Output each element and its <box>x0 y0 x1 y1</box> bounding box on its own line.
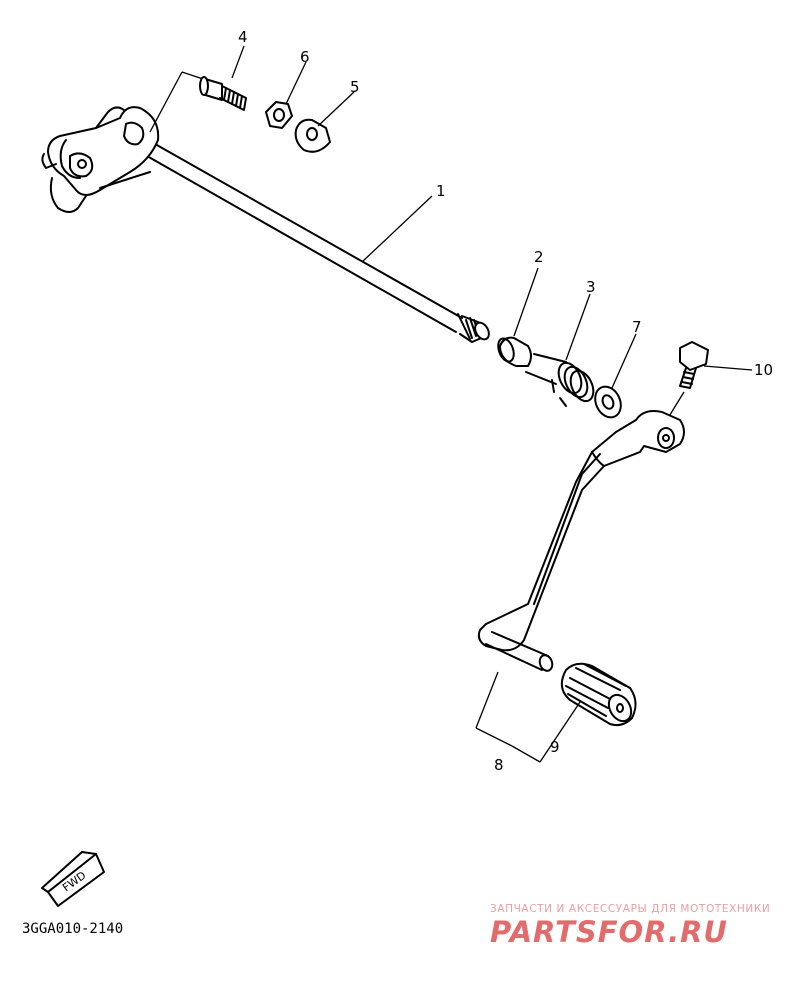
label-part-3: 3 <box>586 278 596 296</box>
shift-arm <box>41 106 160 213</box>
flat-washer <box>594 385 622 419</box>
pedal-rubber <box>560 662 637 727</box>
collar <box>497 336 532 367</box>
label-part-6: 6 <box>300 48 310 66</box>
shift-shaft <box>139 139 490 343</box>
watermark-tagline: ЗАПЧАСТИ И АКСЕССУАРЫ ДЛЯ МОТОТЕХНИКИ <box>490 903 770 915</box>
watermark: ЗАПЧАСТИ И АКСЕССУАРЫ ДЛЯ МОТОТЕХНИКИ PA… <box>490 903 770 949</box>
label-part-9: 9 <box>550 738 560 756</box>
stud-bolt <box>199 76 247 111</box>
label-part-8: 8 <box>494 756 504 774</box>
label-part-10: 10 <box>754 361 773 379</box>
lock-washer <box>294 118 331 153</box>
label-part-7: 7 <box>632 318 642 336</box>
nut <box>265 101 293 129</box>
forward-direction-badge: FWD <box>41 851 105 907</box>
return-spring <box>525 353 595 407</box>
pinch-bolt <box>679 341 709 389</box>
drawing-code: 3GGA010-2140 <box>22 921 123 937</box>
label-part-2: 2 <box>534 248 544 266</box>
label-part-1: 1 <box>436 182 446 200</box>
label-part-5: 5 <box>350 78 360 96</box>
shift-pedal <box>477 410 685 672</box>
label-part-4: 4 <box>238 28 248 46</box>
watermark-brand: PARTSFOR.RU <box>490 915 728 949</box>
